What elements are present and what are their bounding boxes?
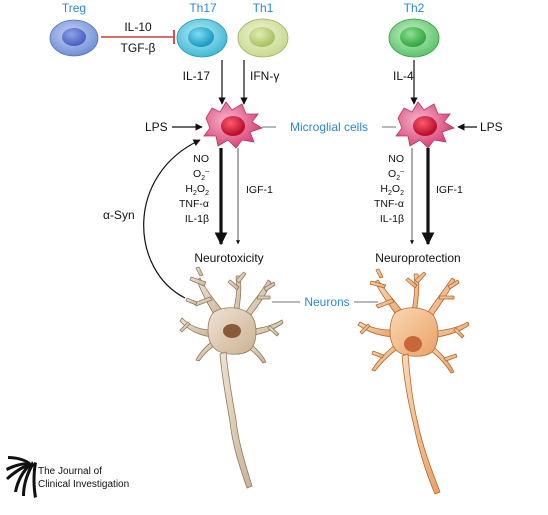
asyn-feedback-arrow [143,139,201,299]
il17-label: IL-17 [183,69,211,83]
right-factor-tnfa: TNF-α [374,198,404,210]
microglia-left [203,101,263,149]
ifng-label: IFN-γ [250,69,279,83]
right-factor-list: NO O2– H2O2 TNF-α IL-1β [374,153,404,225]
th1-label: Th1 [253,1,274,15]
th2-label: Th2 [404,1,425,15]
treg-label: Treg [62,1,86,15]
th2-cell [388,18,440,58]
right-factor-o2: O2– [388,168,404,182]
th1-cell [237,18,289,58]
neuron-left [179,266,284,489]
right-factor-no: NO [388,153,404,165]
journal-line1: The Journal of [38,466,102,477]
th17-label: Th17 [189,1,217,15]
journal-logo-mark [6,456,37,498]
journal-line2: Clinical Investigation [38,479,129,490]
lps-left-label: LPS [145,120,168,134]
neurotoxicity-label: Neurotoxicity [194,251,263,265]
asyn-label: α-Syn [103,208,135,222]
neurons-label: Neurons [304,295,349,309]
treg-inhibition-arrow [101,30,175,44]
th17-cell [176,18,228,58]
lps-right-label: LPS [480,120,503,134]
right-factor-h2o2: H2O2 [380,183,404,197]
neuroprotection-label: Neuroprotection [375,251,460,265]
left-factor-h2o2: H2O2 [185,183,209,197]
neuron-left-nucleus [223,324,241,338]
left-factor-no: NO [193,153,209,165]
left-factor-o2: O2– [193,168,209,182]
left-factor-il1b: IL-1β [185,213,209,225]
il10-label: IL-10 [124,20,152,34]
microglia-label: Microglial cells [290,120,368,134]
neuron-right-nucleus [404,336,422,352]
left-igf-label: IGF-1 [246,184,273,196]
right-igf-label: IGF-1 [436,184,463,196]
neuron-right [357,268,470,495]
microglia-right [395,101,455,149]
il4-label: IL-4 [393,69,414,83]
tgfb-label: TGF-β [121,41,156,55]
left-factor-tnfa: TNF-α [179,198,209,210]
treg-cell [49,19,99,57]
right-factor-il1b: IL-1β [380,213,404,225]
left-factor-list: NO O2– H2O2 TNF-α IL-1β [179,153,209,225]
